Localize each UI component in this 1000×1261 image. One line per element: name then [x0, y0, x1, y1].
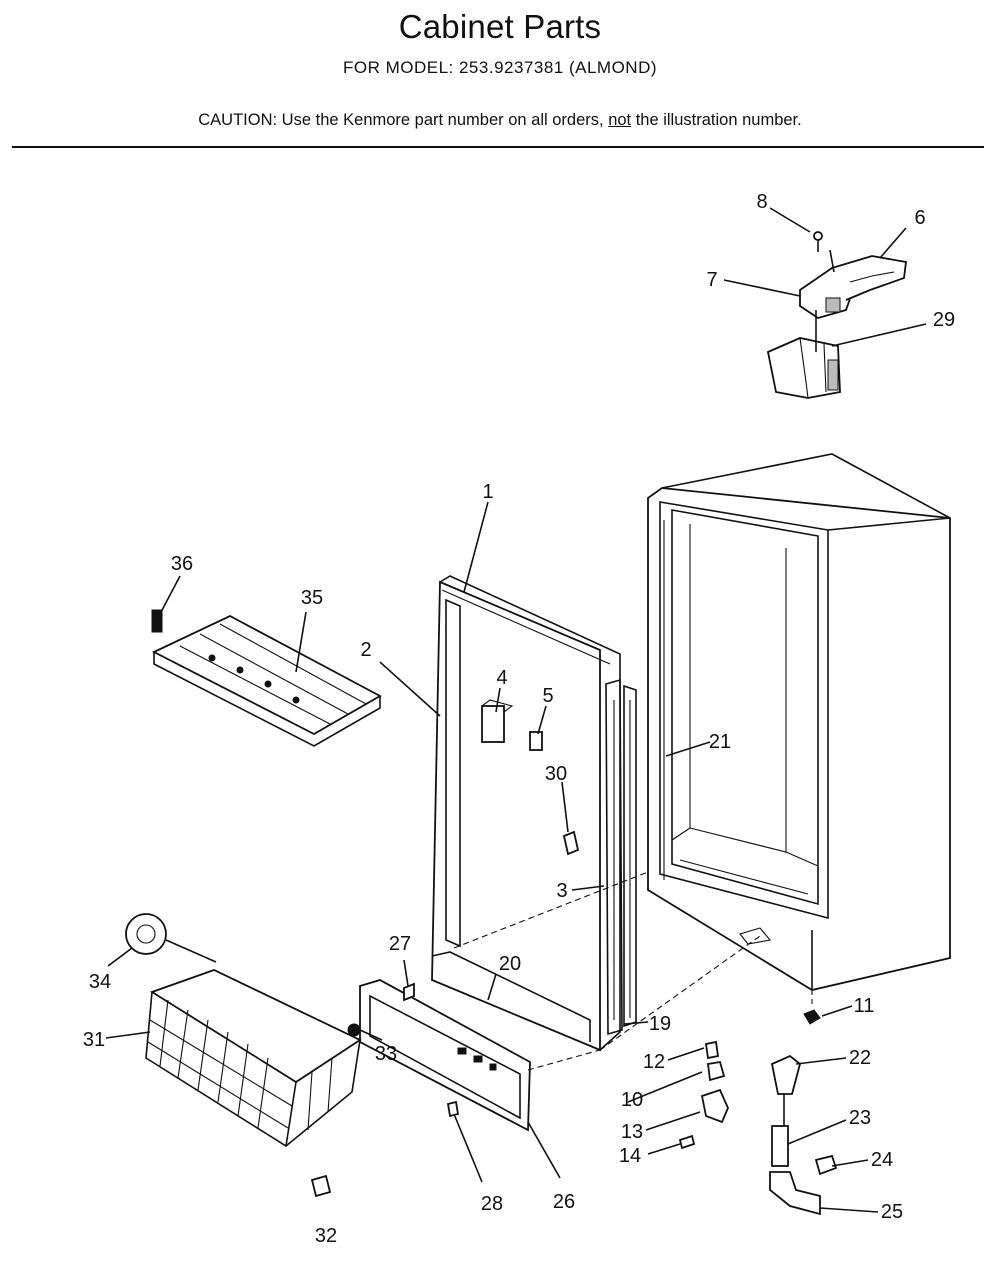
- callout-23: 23: [849, 1107, 871, 1129]
- callout-11: 11: [854, 995, 875, 1017]
- drain-parts: [678, 990, 838, 1216]
- callout-6: 6: [914, 207, 925, 229]
- callout-5: 5: [542, 685, 553, 707]
- callout-33: 33: [375, 1043, 397, 1065]
- hinge-assembly: [766, 231, 907, 399]
- callout-4: 4: [496, 667, 507, 689]
- caution-prefix: CAUTION: Use the Kenmore part number on …: [198, 111, 609, 129]
- callout-24: 24: [871, 1149, 893, 1171]
- callout-26: 26: [553, 1191, 575, 1213]
- header-rule: [12, 146, 984, 148]
- page-title: Cabinet Parts: [398, 8, 602, 45]
- freezer-shelf: [151, 609, 382, 747]
- callout-21: 21: [709, 731, 731, 753]
- callout-2: 2: [360, 639, 371, 661]
- callout-labels: 1 2 3 4 5 6 7 8 10 11 12 13 14 19 20 21 …: [83, 191, 955, 1247]
- toe-grille: [359, 979, 531, 1132]
- callout-32: 32: [315, 1225, 337, 1247]
- callout-20: 20: [499, 953, 521, 975]
- callout-12: 12: [643, 1051, 665, 1073]
- callout-7: 7: [706, 269, 717, 291]
- callout-25: 25: [881, 1201, 903, 1223]
- header: Cabinet Parts FOR MODEL: 253.9237381 (AL…: [0, 0, 1000, 150]
- caution-emphasis: not: [608, 111, 632, 129]
- callout-28: 28: [481, 1193, 503, 1215]
- leader-lines: [105, 207, 927, 1213]
- callout-14: 14: [619, 1145, 641, 1167]
- callout-1: 1: [482, 481, 493, 503]
- callout-13: 13: [621, 1121, 643, 1143]
- callout-31: 31: [83, 1029, 105, 1051]
- callout-30: 30: [545, 763, 567, 785]
- callout-27: 27: [389, 933, 411, 955]
- caution-note: CAUTION: Use the Kenmore part number on …: [0, 111, 1000, 130]
- callout-8: 8: [756, 191, 767, 213]
- callout-19: 19: [649, 1013, 671, 1035]
- model-subtitle: FOR MODEL: 253.9237381 (ALMOND): [342, 58, 658, 77]
- callout-22: 22: [849, 1047, 871, 1069]
- door-panel: [431, 575, 637, 1052]
- callout-10: 10: [621, 1089, 643, 1111]
- freezer-cabinet: [647, 453, 951, 991]
- callout-36: 36: [171, 553, 193, 575]
- callout-3: 3: [556, 880, 567, 902]
- callout-35: 35: [301, 587, 323, 609]
- callout-29: 29: [933, 309, 955, 331]
- wire-basket: [125, 913, 362, 1198]
- caution-suffix: the illustration number.: [631, 111, 802, 129]
- callout-34: 34: [89, 971, 111, 993]
